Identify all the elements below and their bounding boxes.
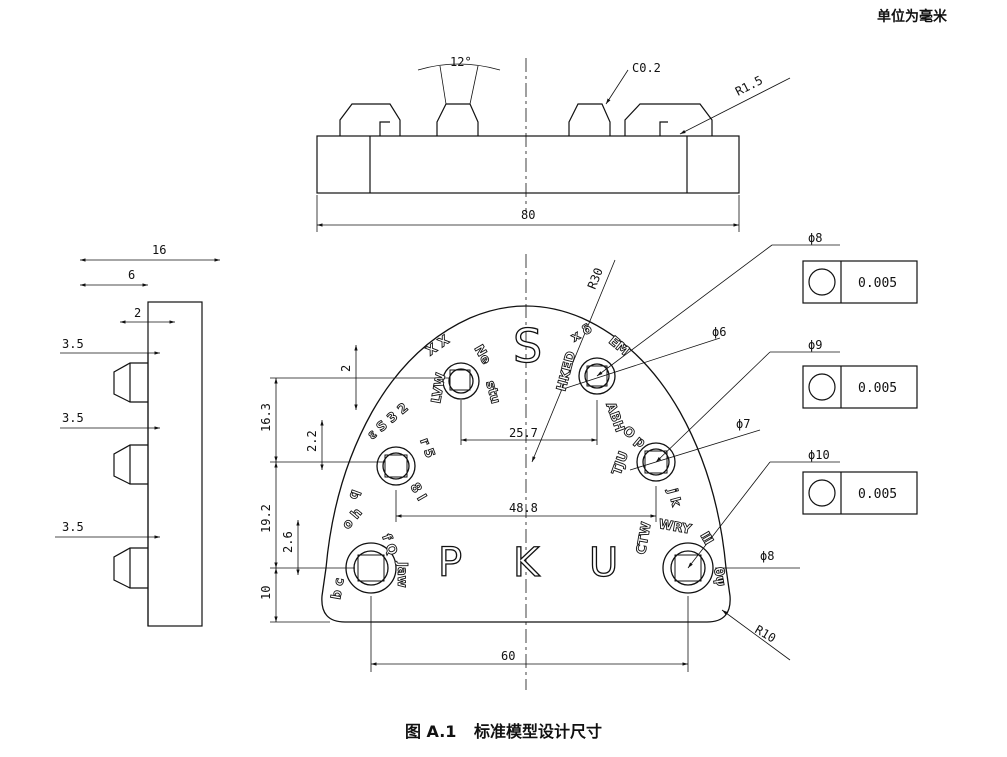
figure-number: 图 A.1 (404, 722, 457, 741)
svg-text:X X: X X (424, 333, 453, 359)
phi6-label: ϕ6 (712, 325, 726, 339)
front-view-labels: R30 2 16.3 2.2 19.2 2.6 10 25.7 48.8 60 … (259, 231, 830, 663)
logo-u: U (589, 540, 618, 586)
svg-text:EM: EM (605, 334, 631, 360)
front-view-outline (321, 305, 731, 623)
dim-25.7-label: 25.7 (509, 426, 538, 440)
hole-mid-right (636, 442, 676, 482)
width-80-label: 80 (521, 208, 535, 222)
side-view-body (147, 301, 203, 627)
tolerance-value-2: 0.005 (858, 381, 897, 396)
svg-text:Ⅲ: Ⅲ (697, 530, 716, 548)
tolerance-value-1: 0.005 (858, 276, 897, 291)
phi8-top-label: ϕ8 (808, 231, 822, 245)
side-view-labels: 16 6 2 3.5 3.5 3.5 (62, 243, 166, 534)
phi8-right-label: ϕ8 (760, 549, 774, 563)
tolerance-frame-2 (802, 365, 918, 409)
hole-bottom-right (662, 542, 714, 594)
tolerance-value-3: 0.005 (858, 487, 897, 502)
svg-text:x δ: x δ (569, 322, 595, 346)
dim-2-label: 2 (134, 306, 141, 320)
svg-text:LVW: LVW (429, 372, 449, 405)
dim-16.3-label: 16.3 (259, 403, 273, 432)
side-view (55, 258, 220, 627)
logo-p: P (438, 540, 462, 586)
hole-bottom-left (345, 542, 397, 594)
svg-text:b c: b c (329, 577, 348, 601)
figure-title: 标准模型设计尺寸 (474, 722, 603, 741)
svg-text:WRY: WRY (657, 517, 693, 538)
svg-text:Ne: Ne (471, 343, 494, 368)
dim-2.6-label: 2.6 (281, 531, 295, 553)
dim-3.5-bottom-label: 3.5 (62, 520, 84, 534)
dim-3.5-mid-label: 3.5 (62, 411, 84, 425)
svg-text:CTW: CTW (634, 521, 654, 556)
phi7-label: ϕ7 (736, 417, 750, 431)
svg-text:q: q (346, 487, 363, 501)
top-view-base (316, 135, 740, 194)
svg-text:Jaw: Jaw (394, 561, 409, 588)
r30-label: R30 (585, 266, 606, 291)
top-view (316, 58, 791, 232)
top-view-labels: 12° C0.2 R1.5 80 (450, 55, 765, 222)
figure-caption: 图 A.1 标准模型设计尺寸 (0, 718, 1007, 742)
dim-6-label: 6 (128, 268, 135, 282)
top-view-knobs (339, 103, 713, 136)
unit-note: 单位为毫米 (877, 9, 947, 25)
chamfer-label: C0.2 (632, 61, 661, 75)
angle-label: 12° (450, 55, 472, 69)
radius-top-label: R1.5 (733, 73, 765, 99)
tolerance-values: 0.005 0.005 0.005 (858, 276, 897, 502)
hole-top-left (442, 362, 480, 400)
dim-3.5-top-label: 3.5 (62, 337, 84, 351)
svg-text:θψ: θψ (710, 566, 728, 588)
logo-k: K (513, 540, 541, 586)
dim-48.8-label: 48.8 (509, 501, 538, 515)
logo: S P K U (437, 318, 619, 586)
svg-text:8 l: 8 l (407, 481, 429, 504)
phi9-label: ϕ9 (808, 338, 822, 352)
dim-60-label: 60 (501, 649, 515, 663)
dim-10-label: 10 (259, 586, 273, 600)
svg-text:stu: stu (482, 379, 502, 405)
dim-2.2-label: 2.2 (305, 430, 319, 452)
dim-16-label: 16 (152, 243, 166, 257)
tolerance-frame-1 (802, 260, 918, 304)
svg-text:r 5: r 5 (416, 436, 437, 460)
tolerance-frames (802, 260, 918, 515)
phi10-label: ϕ10 (808, 448, 830, 462)
svg-text:ε S 3 2: ε S 3 2 (365, 401, 412, 444)
tolerance-frame-3 (802, 471, 918, 515)
r10-label: R10 (753, 622, 779, 645)
hole-top-right (578, 357, 616, 395)
dim-2-front-label: 2 (339, 365, 353, 372)
front-view (270, 244, 840, 690)
logo-s: S (513, 319, 542, 373)
svg-text:o h: o h (340, 506, 366, 533)
dim-19.2-label: 19.2 (259, 504, 273, 533)
hole-mid-left (376, 446, 416, 486)
svg-text:HKED: HKED (554, 350, 579, 393)
svg-text:j k: j k (664, 486, 683, 508)
svg-text:TJU: TJU (610, 449, 632, 477)
svg-text:f Q: f Q (378, 532, 399, 557)
